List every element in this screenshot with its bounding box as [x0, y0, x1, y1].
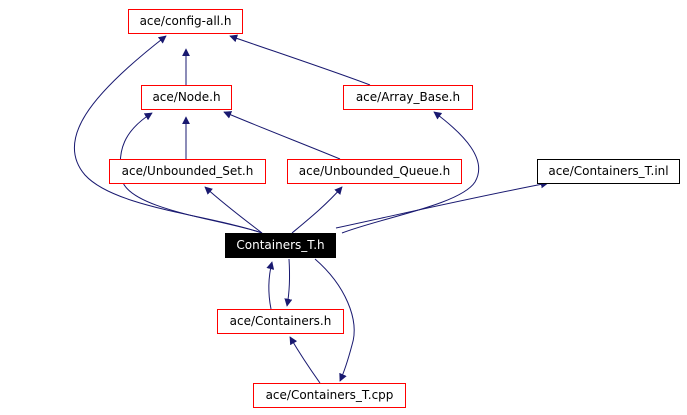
node-containers-h[interactable]: ace/Containers.h: [217, 309, 344, 334]
edge-containers-t-h-to-array-base: [341, 111, 480, 234]
node-label: ace/Unbounded_Queue.h: [298, 164, 451, 178]
node-config-all[interactable]: ace/config-all.h: [128, 9, 243, 34]
edge-containers-t-h-to-containers-t-inl: [335, 180, 549, 229]
node-label: ace/Containers_T.inl: [548, 164, 669, 178]
edge-unbounded-queue-to-node: [223, 111, 341, 160]
node-unbounded-queue[interactable]: ace/Unbounded_Queue.h: [287, 159, 462, 184]
edge-containers-t-h-to-unbounded-queue: [291, 186, 343, 234]
node-label: ace/Containers.h: [229, 314, 332, 328]
node-label: Containers_T.h: [236, 238, 325, 252]
edge-array-base-to-config-all: [229, 34, 371, 86]
node-label: ace/config-all.h: [139, 14, 232, 28]
node-containers-t-cpp[interactable]: ace/Containers_T.cpp: [253, 383, 406, 408]
node-label: ace/Unbounded_Set.h: [121, 164, 254, 178]
node-array-base[interactable]: ace/Array_Base.h: [343, 85, 473, 110]
edge-containers-t-h-to-containers-h: [284, 258, 293, 307]
edge-containers-t-h-to-config-all: [73, 35, 263, 234]
edge-containers-t-cpp-to-containers-h: [289, 336, 321, 384]
edge-containers-h-to-containers-t-h: [266, 261, 275, 310]
edge-containers-t-h-to-unbounded-set: [204, 186, 263, 234]
node-containers-t-inl[interactable]: ace/Containers_T.inl: [537, 159, 680, 184]
node-label: ace/Containers_T.cpp: [265, 388, 394, 402]
node-node[interactable]: ace/Node.h: [141, 85, 232, 110]
edge-containers-t-h-to-containers-t-cpp: [314, 258, 355, 382]
node-label: ace/Array_Base.h: [355, 90, 461, 104]
node-label: ace/Node.h: [152, 90, 221, 104]
node-containers-t-h: Containers_T.h: [225, 233, 336, 258]
node-unbounded-set[interactable]: ace/Unbounded_Set.h: [109, 159, 266, 184]
